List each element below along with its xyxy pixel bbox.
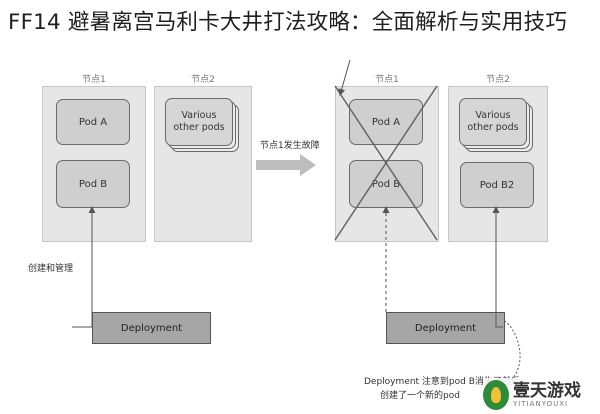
right-node2-label: 节点2	[486, 75, 510, 85]
right-various-line2: other pods	[467, 122, 519, 133]
logo-sub: YITIANYOUXI	[513, 400, 569, 408]
left-node1-label: 节点1	[82, 75, 106, 85]
failure-cross-line2	[334, 85, 438, 241]
left-manage-label: 创建和管理	[28, 264, 74, 274]
right-note-line2: 创建了一个新的pod	[380, 391, 460, 401]
left-various-pods: Various other pods	[165, 98, 233, 146]
right-various-line1: Various	[475, 110, 511, 121]
right-pod-a: Pod A	[349, 99, 423, 145]
left-various-line1: Various	[181, 110, 217, 121]
right-deploy-to-b2-arrow	[492, 206, 503, 328]
left-various-line2: other pods	[173, 122, 225, 133]
right-node1-label: 节点1	[375, 75, 399, 85]
right-note-line1: Deployment 注意到pod B消失了然后	[364, 377, 520, 387]
right-deployment: Deployment	[386, 312, 505, 344]
failure-label: 节点1发生故障	[260, 141, 320, 151]
left-pod-b: Pod B	[56, 160, 130, 208]
left-node2-label: 节点2	[191, 75, 215, 85]
page-title: FF14 避暑离宫马利卡大井打法攻略：全面解析与实用技巧	[8, 10, 568, 35]
failure-arrow	[256, 154, 316, 176]
leaf-icon	[483, 380, 509, 410]
right-pod-b2: Pod B2	[460, 162, 534, 208]
right-note-curve	[502, 319, 521, 386]
right-various-pods: Various other pods	[459, 98, 527, 146]
site-logo: 壹天游戏 YITIANYOUXI	[483, 378, 597, 412]
left-pod-a: Pod A	[56, 99, 130, 145]
top-pointer-line	[338, 59, 351, 96]
logo-name: 壹天游戏	[513, 381, 581, 401]
left-deployment: Deployment	[92, 312, 211, 344]
